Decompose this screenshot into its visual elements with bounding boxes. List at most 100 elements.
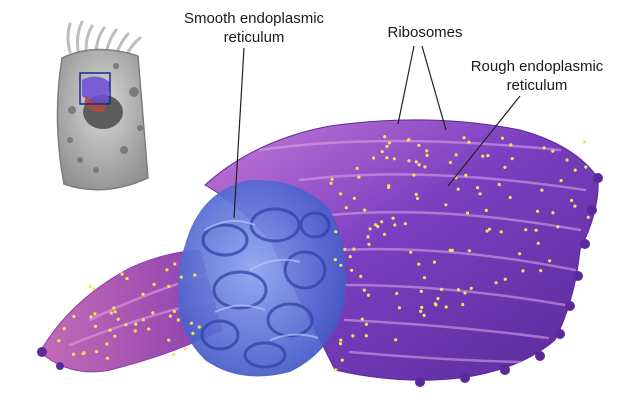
ribosome-dot	[93, 312, 97, 316]
ribosome-dot	[565, 158, 569, 162]
ribosome-dot	[183, 347, 187, 351]
ribosome-dot	[364, 334, 368, 338]
ribosome-dot	[151, 311, 155, 315]
cell-organelles	[67, 63, 143, 173]
ribosome-dot	[334, 230, 338, 234]
ribosome-dot	[462, 136, 466, 140]
ribosome-dot	[534, 228, 538, 232]
ribosome-dot	[147, 327, 151, 331]
ribosome-dot	[508, 195, 512, 200]
ribosome-dot	[414, 192, 418, 196]
ribosome-dot	[573, 204, 577, 208]
ribosome-dot	[387, 141, 391, 145]
ribosome-dot	[108, 328, 112, 332]
ribosome-dot	[366, 293, 370, 297]
ribosome-dot	[559, 179, 563, 183]
ribosome-dot	[448, 248, 452, 252]
ribosome-dot	[366, 235, 370, 239]
ribosome-dot	[499, 230, 503, 234]
ribosome-dot	[57, 339, 61, 343]
ribosome-dot	[475, 186, 480, 190]
ribosome-dot	[134, 322, 138, 326]
ribosome-dot	[586, 215, 590, 219]
ribosome-dot	[105, 342, 109, 346]
ribosome-dot	[352, 196, 356, 200]
ribosome-dot	[81, 351, 85, 356]
ribosome-dot	[551, 149, 555, 153]
ribosome-dot	[333, 258, 337, 262]
ribosome-dot	[573, 168, 577, 172]
ribosome-dot	[415, 196, 420, 200]
ribosome-dot	[191, 331, 195, 335]
ribosome-dot	[176, 318, 180, 322]
ribosome-dot	[456, 187, 460, 191]
ribosome-dot	[439, 287, 444, 291]
ribosome-dot	[454, 153, 458, 157]
ribosome-dot	[542, 146, 546, 150]
ribosome-dot	[367, 242, 371, 246]
ribosome-dot	[339, 338, 343, 342]
ribosome-dot	[329, 181, 333, 185]
ribosome-dot	[382, 232, 387, 236]
ribosome-dot	[168, 314, 172, 318]
ribosome-dot	[394, 338, 398, 342]
ribosome-dot	[423, 165, 427, 169]
cell-er-highlight	[82, 76, 110, 103]
ribosome-dot	[387, 185, 391, 189]
ribosome-dot	[478, 192, 482, 196]
ribosome-dot	[165, 268, 169, 272]
ribosome-dot	[116, 317, 120, 321]
ribosome-dot	[414, 160, 418, 164]
ribosome-dot	[374, 223, 378, 227]
ribosome-dot	[363, 208, 367, 212]
ribosome-dot	[372, 156, 376, 160]
ribosome-dot	[419, 289, 423, 293]
ribosome-dot	[124, 323, 128, 327]
ribosome-dot	[172, 309, 176, 313]
ribosome-dot	[422, 276, 427, 280]
ribosome-dot	[172, 352, 176, 356]
ribosome-dot	[463, 291, 467, 295]
ribosome-dot	[362, 288, 366, 292]
ribosome-dot	[395, 291, 399, 296]
ribosome-dot	[417, 262, 421, 266]
ribosome-dot	[352, 247, 356, 251]
rough-er-folds	[68, 139, 587, 364]
ribosome-dot	[344, 206, 348, 210]
ribosome-dot	[497, 182, 501, 187]
ribosome-dot	[197, 325, 201, 329]
leader-line-ribosomes-a	[397, 45, 415, 125]
ribosome-dot	[425, 149, 429, 153]
ribosome-dot	[120, 272, 124, 276]
leader-line-rough-er	[447, 95, 521, 187]
ribosome-dot	[464, 173, 468, 177]
ribosome-dot	[109, 311, 113, 315]
ribosome-dot	[422, 313, 426, 317]
ribosome-dot	[93, 324, 98, 328]
ribosome-dot	[380, 150, 384, 154]
ribosome-dot	[570, 198, 574, 203]
ribosome-dot	[412, 173, 416, 177]
ribosome-dots	[57, 135, 590, 372]
ribosome-dot	[167, 338, 171, 342]
rough-er-tubule-tips	[37, 173, 603, 387]
ribosome-dot	[417, 163, 421, 167]
ribosome-dot	[556, 225, 560, 229]
ribosome-dot	[173, 262, 177, 266]
ribosome-dot	[403, 222, 407, 226]
ribosome-dot	[484, 208, 488, 212]
ribosome-dot	[391, 216, 395, 220]
ribosome-dot	[71, 352, 76, 356]
ribosome-dot	[393, 223, 397, 227]
ribosome-dot	[141, 292, 145, 296]
ribosome-dot	[417, 143, 421, 147]
ribosome-dot	[503, 277, 507, 281]
ribosome-dot	[584, 165, 588, 169]
ribosome-dot	[425, 153, 429, 157]
ribosome-dot	[368, 227, 372, 231]
leader-lines	[233, 45, 521, 219]
ribosome-dot	[339, 192, 343, 196]
ribosome-dot	[334, 368, 338, 372]
ribosome-dot	[364, 322, 368, 326]
